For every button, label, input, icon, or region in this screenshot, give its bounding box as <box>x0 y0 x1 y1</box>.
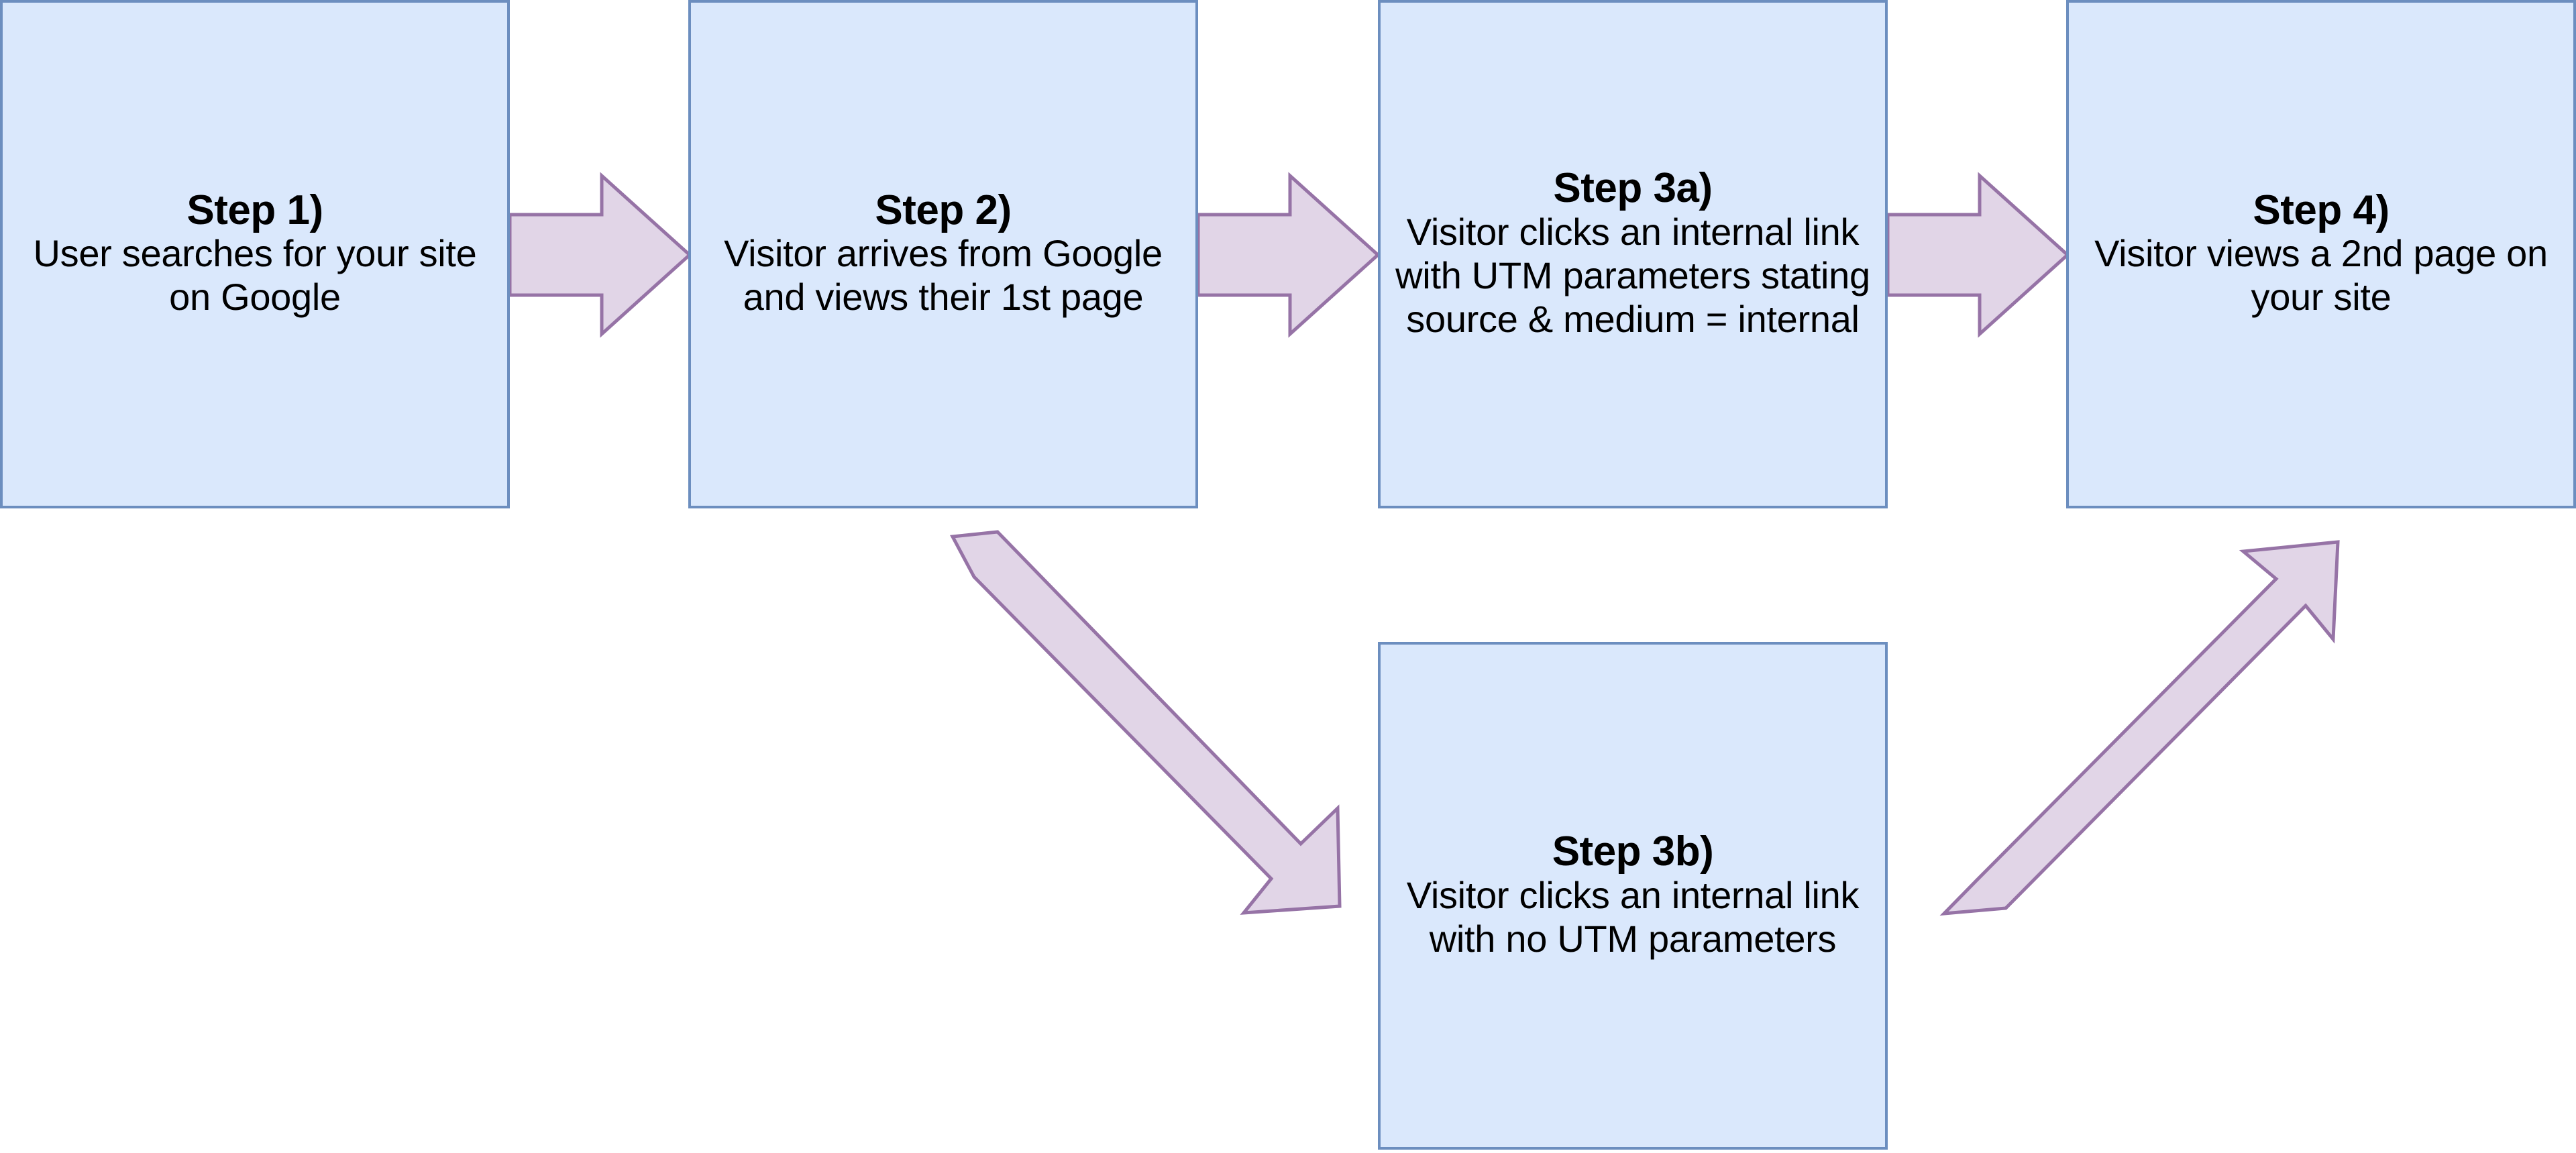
node-step3b-title: Step 3b) <box>1552 828 1714 875</box>
node-step3b-body: Visitor clicks an internal link with no … <box>1406 873 1860 960</box>
node-step2-title: Step 2) <box>875 186 1012 233</box>
arrow-step2-to-step3a <box>1196 172 1381 338</box>
node-step3a-title: Step 3a) <box>1553 165 1713 212</box>
node-step3a-body: Visitor clicks an internal link with UTM… <box>1395 210 1870 340</box>
node-step1-body: User searches for your site on Google <box>33 232 477 319</box>
node-step3a[interactable]: Step 3a) Visitor clicks an internal link… <box>1378 0 1888 508</box>
arrow-step3b-to-step4 <box>1939 540 2340 916</box>
arrow-step1-to-step2 <box>508 172 692 338</box>
arrow-step3a-to-step4 <box>1886 172 2070 338</box>
node-step1[interactable]: Step 1) User searches for your site on G… <box>0 0 510 508</box>
node-step3b[interactable]: Step 3b) Visitor clicks an internal link… <box>1378 642 1888 1150</box>
node-step4-title: Step 4) <box>2253 186 2390 233</box>
node-step2[interactable]: Step 2) Visitor arrives from Google and … <box>688 0 1198 508</box>
node-step4-body: Visitor views a 2nd page on your site <box>2094 232 2548 319</box>
node-step1-title: Step 1) <box>186 186 323 233</box>
node-step4[interactable]: Step 4) Visitor views a 2nd page on your… <box>2066 0 2576 508</box>
arrow-step2-to-step3b <box>950 530 1342 915</box>
node-step2-body: Visitor arrives from Google and views th… <box>724 232 1163 319</box>
